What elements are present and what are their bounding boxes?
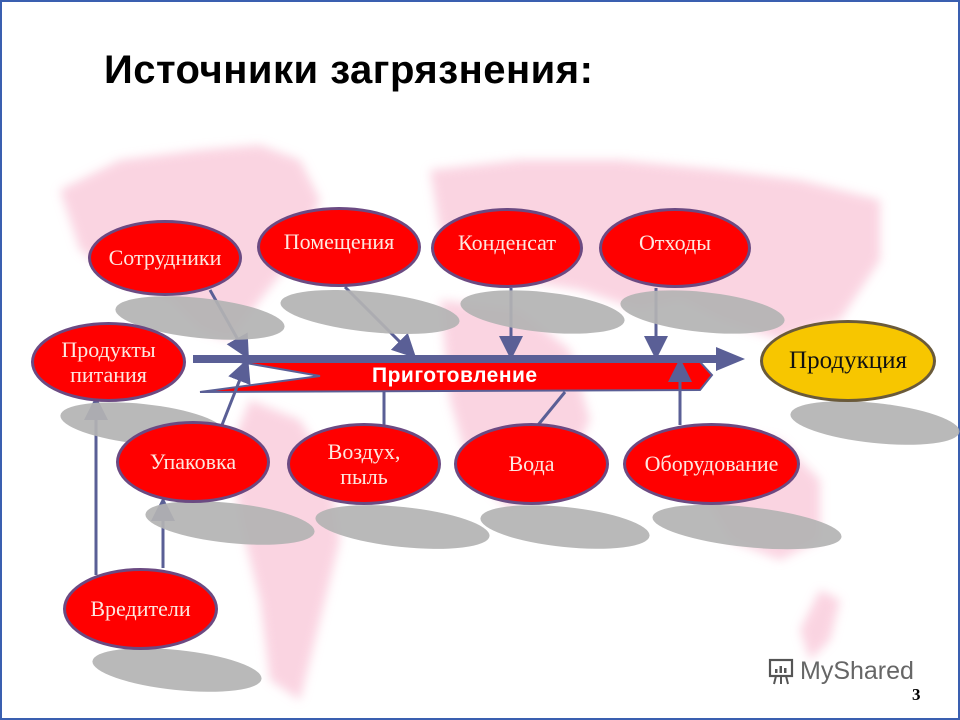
node-equipment: Оборудование bbox=[623, 423, 800, 505]
node-water: Вода bbox=[454, 423, 609, 505]
process-arrow bbox=[199, 361, 714, 393]
node-pests: Вредители bbox=[63, 568, 218, 650]
process-label: Приготовление bbox=[372, 364, 538, 387]
presentation-board-icon bbox=[768, 658, 794, 685]
watermark-logo: MyShared bbox=[766, 656, 914, 686]
watermark-text: MyShared bbox=[800, 656, 914, 685]
node-food: Продукты питания bbox=[31, 322, 186, 402]
node-premises: Помещения bbox=[257, 207, 421, 287]
node-packaging: Упаковка bbox=[116, 421, 270, 503]
page-number: 3 bbox=[912, 685, 921, 704]
node-employees: Сотрудники bbox=[88, 220, 242, 296]
slide-title: Источники загрязнения: bbox=[104, 48, 594, 92]
node-waste: Отходы bbox=[599, 208, 751, 288]
spine-arrow-shaft bbox=[193, 355, 718, 363]
node-air-dust: Воздух, пыль bbox=[287, 423, 441, 505]
node-product: Продукция bbox=[760, 320, 936, 402]
node-condensate: Конденсат bbox=[431, 208, 583, 288]
spine-arrow-head bbox=[716, 347, 745, 371]
